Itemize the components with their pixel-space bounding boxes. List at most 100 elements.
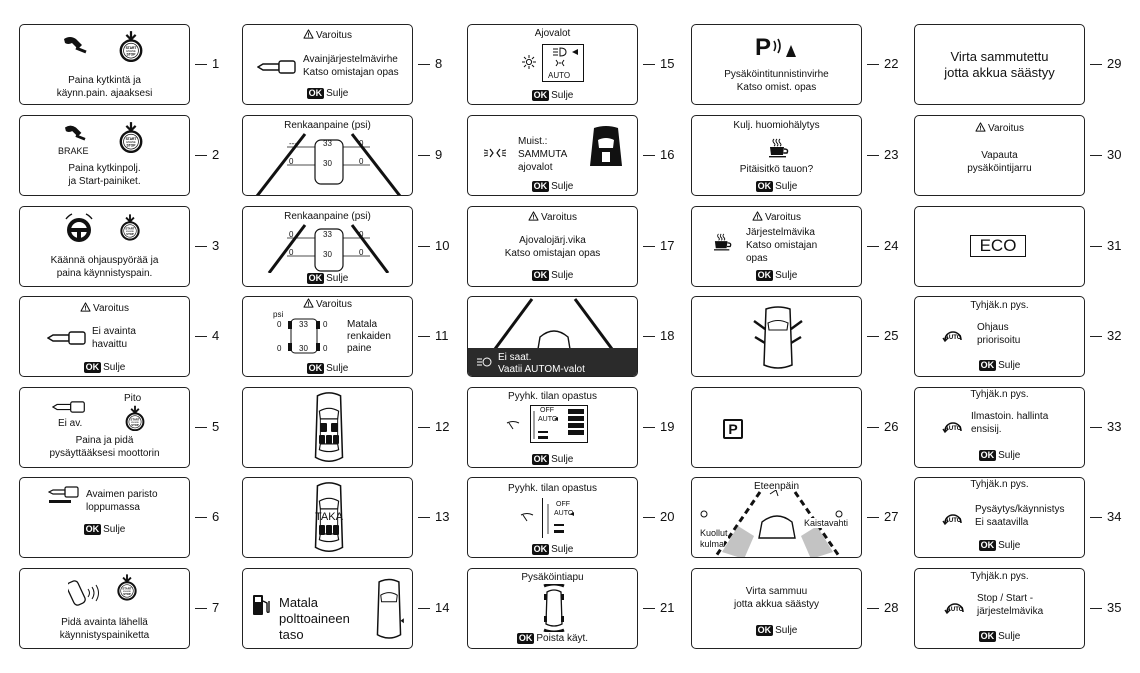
message-line-1: Järjestelmävika	[746, 227, 815, 238]
tire-front-value: 33	[323, 139, 332, 148]
message-line-3: ajovalot	[518, 162, 553, 173]
tire-fr-value: 0	[323, 320, 328, 329]
unit-label: psi	[273, 310, 284, 319]
car-doors-open-icon	[753, 306, 803, 369]
ok-badge: OK	[306, 88, 325, 99]
wiper-mode-selector	[530, 405, 588, 443]
tire-rear-value: 30	[299, 344, 308, 353]
svg-text:P: P	[755, 34, 771, 61]
panel-title: Kulj. huomiohälytys	[733, 120, 820, 131]
callout-number: 20	[660, 509, 675, 524]
parking-brake-icon: P	[723, 419, 743, 439]
blind-spot-label-1: Kuollut	[700, 528, 728, 538]
callout-number: 17	[660, 238, 675, 253]
warning-label: Varoitus	[316, 30, 352, 41]
callout-number: 10	[435, 238, 450, 253]
callout-number: 22	[884, 56, 899, 71]
callout-number: 24	[884, 238, 899, 253]
message-line-2: havaittu	[92, 339, 128, 350]
tire-fl-value: ---	[289, 139, 297, 148]
rear-seats-icon	[319, 525, 339, 535]
wiper-icon	[520, 513, 534, 522]
ok-badge: OK	[83, 362, 102, 373]
callout-number: 1	[212, 56, 220, 71]
tire-rr-value: 0	[359, 248, 364, 257]
message-line-2: Ei saatavilla	[975, 517, 1029, 528]
callout-number: 27	[884, 509, 899, 524]
message-line-2: ensisij.	[971, 424, 1002, 435]
callout-number: 35	[1107, 600, 1122, 615]
callout-number: 5	[212, 419, 220, 434]
wiper-speed-levels	[547, 504, 574, 534]
callout-number: 14	[435, 600, 450, 615]
tire-fr-value: 0	[359, 139, 364, 148]
callout-number: 30	[1107, 147, 1122, 162]
callout-number: 12	[435, 419, 450, 434]
ok-badge: OK	[306, 363, 325, 374]
ok-badge: OK	[978, 360, 997, 371]
message-line-2: Katso omistajan opas	[504, 248, 601, 259]
callout-number: 19	[660, 419, 675, 434]
close-label: Sulje	[551, 454, 574, 465]
wiper-icon	[506, 421, 520, 430]
callout-number: 6	[212, 509, 220, 524]
message-line-2: polttoaineen	[279, 611, 350, 626]
close-label: Sulje	[998, 540, 1021, 551]
ok-badge: OK	[531, 181, 550, 192]
tire-layout-icon	[288, 318, 320, 354]
start-stop-button-icon	[119, 213, 141, 241]
foot-on-brake-icon	[65, 125, 86, 141]
smart-key-near-button-icon	[68, 580, 99, 606]
close-label: Sulje	[998, 631, 1021, 642]
message-line-2: Katso omistajan opas	[303, 67, 399, 78]
headlight-mode-selector	[542, 44, 584, 82]
message-line-2: jotta akkua säästyy	[733, 599, 820, 610]
callout-number: 13	[435, 509, 450, 524]
ok-badge: OK	[755, 270, 774, 281]
ok-badge: OK	[531, 270, 550, 281]
message-line-2: järjestelmävika	[977, 606, 1044, 617]
ok-badge: OK	[755, 625, 774, 636]
message-line-3: taso	[279, 627, 304, 642]
message-line-1: Stop / Start -	[977, 593, 1034, 604]
message-line-1: Ilmastoin. hallinta	[971, 411, 1049, 422]
message-line-2: Vaatii AUTOM-valot	[498, 364, 585, 375]
warning-triangle-icon	[80, 302, 91, 312]
message-line-3: paine	[347, 343, 372, 354]
message-line-2: paina käynnistyspain.	[56, 268, 153, 279]
warning-triangle-icon	[975, 122, 986, 132]
warning-triangle-icon	[752, 211, 763, 221]
wiper-off-option: OFF	[540, 407, 554, 414]
wiper-auto-option: AUTO	[538, 416, 558, 423]
auto-hold-icon	[943, 598, 967, 618]
auto-high-beam-icon	[477, 357, 492, 367]
wiper-speed-levels	[533, 411, 558, 439]
wiper-mode-selector	[542, 498, 577, 538]
ok-badge: OK	[516, 633, 535, 644]
close-label: Sulje	[998, 360, 1021, 371]
tire-rear-value: 30	[323, 250, 332, 259]
ok-badge: OK	[978, 631, 997, 642]
eco-mode-indicator: ECO	[970, 235, 1026, 257]
message-line-1: Paina kytkintä ja	[68, 75, 141, 86]
ok-badge: OK	[306, 273, 325, 284]
blind-spot-label-2: kulma	[700, 539, 725, 549]
